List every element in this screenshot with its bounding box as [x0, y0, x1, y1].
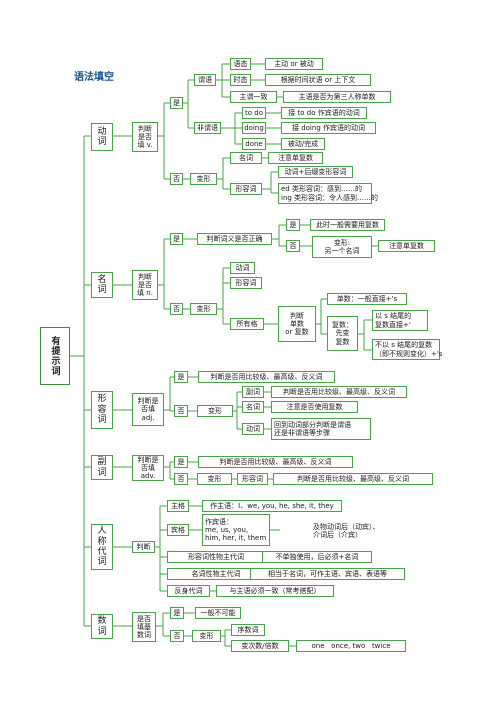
noun-correct-no-note: 变形: 另一个名词: [312, 236, 372, 258]
adverb-yes: 是: [174, 456, 188, 468]
noun-possessive: 所有格: [230, 318, 264, 330]
adjective-to-noun-note: 注意是否使用复数: [271, 401, 358, 413]
verb-doing: doing: [242, 122, 266, 134]
page-title: 语法填空: [74, 72, 114, 83]
adjective-node: 形容词: [91, 391, 113, 429]
verb-voice: 语态: [230, 58, 251, 70]
adjective-yes: 是: [174, 371, 188, 383]
adjective-transform: 变形: [197, 405, 233, 417]
verb-done: done: [242, 138, 266, 150]
adverb-no: 否: [174, 473, 188, 485]
numeral-ordinal: 序数词: [231, 624, 265, 636]
adverb-yes-note: 判断是否用比较级、最高级、反义词: [198, 456, 353, 468]
numeral-yes: 是: [170, 607, 184, 619]
pronoun-object-note: 作宾语： me, us, you, him, her, it, them: [202, 514, 270, 546]
verb-nonpredicate: 非谓语: [194, 122, 221, 134]
verb-to-do-note: 接 to do 作宾语的动词: [281, 107, 367, 119]
noun-singular: 单数：一般直接+'s: [327, 293, 407, 305]
root-node: 有提示词: [40, 327, 70, 385]
adjective-no: 否: [174, 405, 188, 417]
noun-plural-not-s: 不以 s 结尾的复数 （即不规则变化）+'s: [372, 339, 442, 360]
adjective-to-verb-note: 回到动词部分判断是谓语 还是非谓语等步骤: [271, 418, 371, 440]
adjective-yes-note: 判断是否用比较级、最高级、反义词: [198, 371, 335, 383]
noun-plural-s: 以 s 结尾的 复数直接+': [372, 310, 428, 331]
verb-to-noun: 名词: [230, 152, 262, 164]
noun-node: 名词: [91, 272, 113, 298]
adjective-to-adverb-note: 判断是否用比较级、最高级、反义词: [271, 386, 407, 398]
noun-correct-no-note2: 注意单复数: [378, 240, 435, 252]
verb-to-do: to do: [242, 107, 266, 119]
verb-agreement-note: 主语是否为第三人称单数: [283, 91, 391, 103]
pronoun-node: 人称代词: [91, 524, 113, 570]
adverb-transform: 变形: [197, 473, 232, 485]
noun-to-verb: 动词: [230, 262, 255, 274]
adverb-node: 副词: [91, 455, 113, 480]
verb-tense-note: 根据时间状语 or 上下文: [265, 74, 371, 86]
verb-to-adj: 形容词: [230, 183, 262, 195]
pronoun-object: 宾格: [167, 524, 189, 536]
adjective-to-noun: 名词: [242, 401, 264, 413]
pronoun-noun-possessive-note: 相当于名词，可作主语、宾语、表语等: [250, 568, 405, 580]
adverb-to-adj-note: 判断是否用比较级、最高级、反义词: [273, 473, 433, 485]
adverb-to-adj: 形容词: [237, 473, 268, 485]
numeral-times-note: one once, two twice: [296, 640, 406, 652]
pronoun-reflexive: 反身代词: [167, 585, 210, 597]
adverb-judge: 判断是否填 adv.: [132, 455, 164, 481]
verb-node: 动词: [91, 123, 113, 151]
noun-transform: 变形: [190, 303, 217, 315]
numeral-yes-note: 一般不可能: [195, 607, 241, 619]
numeral-times: 变次数/倍数: [231, 640, 289, 652]
adjective-to-adverb: 副词: [242, 386, 264, 398]
verb-predicate: 谓语: [194, 74, 216, 86]
noun-correct-yes-note: 此时一般需要用复数: [310, 219, 385, 231]
pronoun-adj-possessive-note: 不单独使用，后必须+名词: [262, 551, 372, 563]
numeral-no: 否: [170, 630, 184, 642]
noun-yes: 是: [170, 233, 183, 245]
pronoun-adj-possessive: 形容词性物主代词: [167, 551, 265, 563]
numeral-judge: 是否填基数词: [132, 612, 156, 642]
verb-judge: 判断是否填 v.: [132, 122, 158, 152]
verb-to-adj-note2: ed 类形容词：感到……的 ing 类形容词：令人感到……的: [278, 183, 378, 204]
verb-transform: 变形: [190, 173, 217, 185]
numeral-node: 数词: [91, 614, 113, 639]
verb-agreement: 主谓一致: [230, 91, 277, 103]
adjective-judge: 判断是否填 adj.: [132, 393, 164, 426]
adjective-to-verb: 动词: [242, 423, 264, 435]
verb-to-noun-note: 注意单复数: [268, 152, 323, 164]
pronoun-subject-note: 作主语：I、we, you, he, she, it, they: [202, 500, 342, 512]
verb-doing-note: 接 doing 作宾语的动词: [281, 122, 376, 134]
noun-to-adj: 形容词: [230, 277, 262, 289]
numeral-transform: 变形: [192, 630, 221, 642]
verb-voice-note: 主动 or 被动: [265, 58, 323, 70]
pronoun-subject: 主格: [167, 500, 189, 512]
noun-correct-no: 否: [286, 240, 300, 252]
noun-judge: 判断是否填 n.: [132, 270, 158, 300]
noun-plural: 复数： 先变 复数: [327, 316, 358, 351]
verb-tense: 时态: [230, 74, 251, 86]
noun-correct-yes: 是: [286, 219, 300, 231]
noun-correct: 判断词义是否正确: [197, 233, 272, 245]
noun-no: 否: [170, 303, 183, 315]
pronoun-judge: 判断: [132, 541, 155, 553]
pronoun-reflexive-note: 与主语必须一致（常考搭配）: [216, 585, 334, 597]
verb-done-note: 被动/完成: [281, 138, 325, 150]
noun-number: 判断 单数 or 复数: [278, 306, 316, 342]
verb-to-adj-note1: 动词+后缀变形容词: [278, 166, 353, 178]
verb-yes: 是: [170, 97, 183, 109]
verb-no: 否: [170, 173, 183, 185]
pronoun-object-note2: 及物动词后（动宾）、 介词后（介宾）: [310, 520, 394, 542]
